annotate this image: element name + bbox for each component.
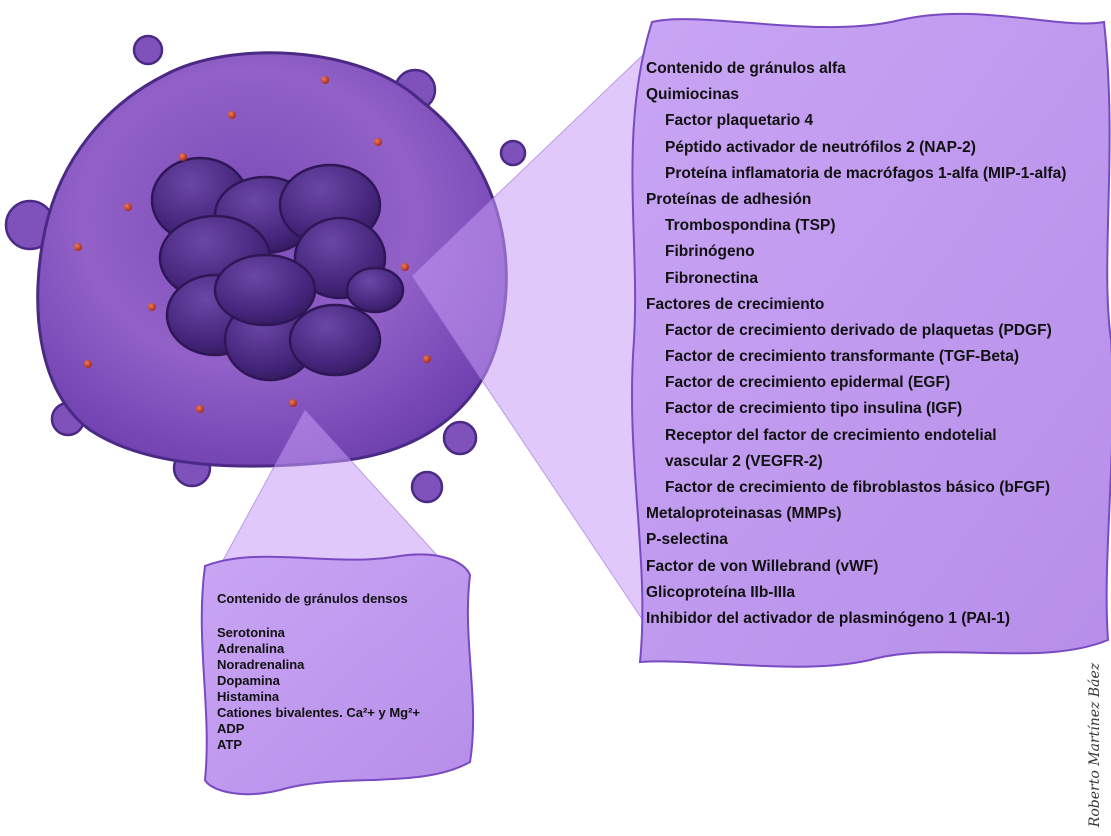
alpha-row: Proteína inflamatoria de macrófagos 1-al… (646, 161, 1111, 187)
dense-item: Adrenalina (217, 641, 477, 657)
alpha-row: P-selectina (646, 527, 1111, 553)
alpha-granules-content: Contenido de gránulos alfa Quimiocinas F… (646, 56, 1111, 632)
dense-item: Noradrenalina (217, 657, 477, 673)
author-signature: Roberto Martínez Báez (1080, 660, 1110, 830)
dense-panel-title: Contenido de gránulos densos (217, 591, 477, 607)
dense-item: ADP (217, 721, 477, 737)
dense-item: Cationes bivalentes. Ca²+ y Mg²+ (217, 705, 477, 721)
dense-item: Histamina (217, 689, 477, 705)
alpha-row: Factor de von Willebrand (vWF) (646, 554, 1111, 580)
alpha-row: Fibronectina (646, 266, 1111, 292)
alpha-row: Quimiocinas (646, 82, 1111, 108)
alpha-row: Factor de crecimiento derivado de plaque… (646, 318, 1111, 344)
alpha-row: Factor de crecimiento tipo insulina (IGF… (646, 396, 1111, 422)
alpha-row: Factor de crecimiento transformante (TGF… (646, 344, 1111, 370)
dense-item: Dopamina (217, 673, 477, 689)
alpha-row: Receptor del factor de crecimiento endot… (646, 423, 1111, 449)
dense-granules-content: Contenido de gránulos densos Serotonina … (217, 591, 477, 753)
alpha-row: Inhibidor del activador de plasminógeno … (646, 606, 1111, 632)
alpha-granule-cluster (152, 158, 403, 380)
signature-text: Roberto Martínez Báez (1087, 663, 1103, 827)
alpha-row: Factor de crecimiento epidermal (EGF) (646, 370, 1111, 396)
alpha-row: Factor plaquetario 4 (646, 108, 1111, 134)
alpha-row: Péptido activador de neutrófilos 2 (NAP-… (646, 135, 1111, 161)
alpha-row: Trombospondina (TSP) (646, 213, 1111, 239)
alpha-row: vascular 2 (VEGFR-2) (646, 449, 1111, 475)
dense-item: Serotonina (217, 625, 477, 641)
alpha-row: Glicoproteína IIb-IIIa (646, 580, 1111, 606)
alpha-row: Factor de crecimiento de fibroblastos bá… (646, 475, 1111, 501)
alpha-panel-title: Contenido de gránulos alfa (646, 56, 1111, 82)
alpha-row: Fibrinógeno (646, 239, 1111, 265)
alpha-row: Factores de crecimiento (646, 292, 1111, 318)
alpha-row: Proteínas de adhesión (646, 187, 1111, 213)
alpha-row: Metaloproteinasas (MMPs) (646, 501, 1111, 527)
dense-item: ATP (217, 737, 477, 753)
